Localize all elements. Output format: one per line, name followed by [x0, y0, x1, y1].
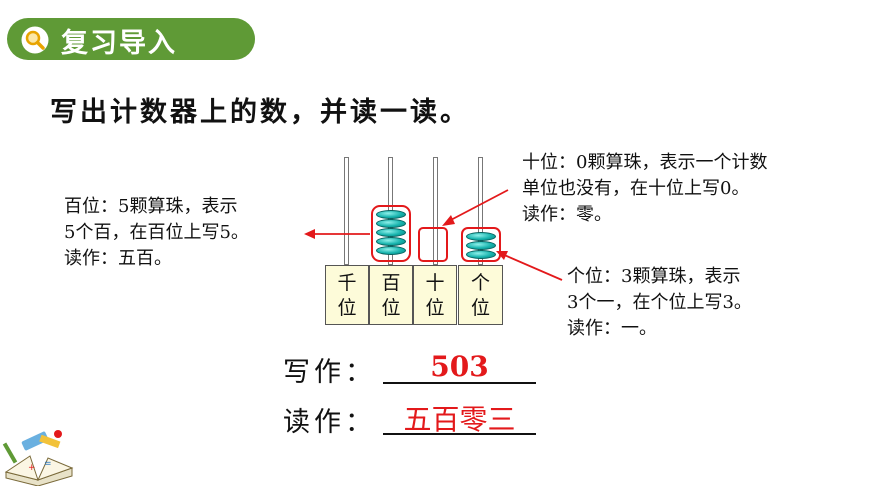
write-value: 503 — [430, 350, 489, 383]
banner-title: 复习导入 — [61, 28, 177, 59]
books-stationery-icon: + = — [2, 430, 74, 486]
svg-text:+: + — [28, 463, 36, 473]
svg-text:=: = — [44, 459, 52, 469]
magnifier-icon — [21, 26, 49, 54]
abacus-bead — [466, 250, 496, 259]
read-value: 五百零三 — [403, 403, 516, 436]
read-underline — [383, 433, 536, 435]
question-text: 写出计数器上的数，并读一读。 — [50, 97, 470, 128]
read-label: 读作： — [283, 407, 376, 438]
abacus-bead — [376, 246, 406, 255]
write-underline — [383, 382, 536, 384]
section-banner: 复习导入 — [7, 18, 255, 60]
place-label-thousands: 千位 — [325, 265, 369, 325]
note-tens: 十位：0颗算珠，表示一个计数单位也没有，在十位上写0。读作：零。 — [522, 152, 768, 225]
place-label-tens: 十位 — [413, 265, 457, 325]
abacus-rod-thousands — [344, 157, 349, 265]
place-label-hundreds: 百位 — [369, 265, 413, 325]
place-label-ones: 个位 — [458, 265, 503, 325]
abacus-rod-tens — [433, 157, 438, 265]
abacus-rod-ones — [478, 157, 483, 265]
write-label: 写作： — [283, 357, 376, 388]
